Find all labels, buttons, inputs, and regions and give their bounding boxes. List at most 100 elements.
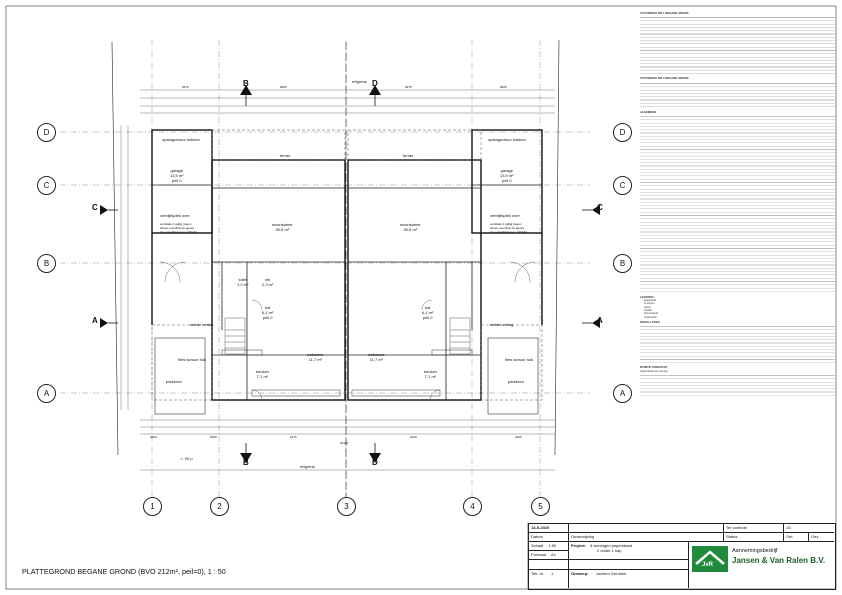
grid-row-c-bubble: C [37,176,56,195]
room-area: 13,9 m² [170,173,184,179]
section-mark-a-left: A [92,316,98,325]
room-sub: peil 0 [172,178,182,184]
room-name: garage [170,168,184,173]
legend-item: binnenwand [644,312,658,316]
room-name: opslagschuur hokken [162,137,200,142]
room-name: entree verlag [190,322,214,327]
plan-title: PLATTEGROND BEGANE GROND (BVO 212m², pei… [22,567,226,576]
notes-heading: RUIMTE OVERZICHT [640,365,668,370]
section-mark-c-right: C [597,203,603,212]
legend-list: bestaande te slopen nieuw isolatie binne… [640,299,835,319]
section-mark-d-top: D [372,79,378,88]
room-label: eetkamer 11,7 m² [307,352,324,362]
room-label: opslagschuur hokken [162,137,200,142]
logo-mark: JvR [692,546,728,572]
room-name: parkeren [508,379,524,384]
title-block: 14-5-2020 Ter controle JG Datum Omschrij… [528,523,836,590]
company-logo: JvR Aannemingsbedrijf Jansen & Van Ralen… [692,544,832,574]
company-name-2: Jansen & Van Ralen B.V. [732,556,826,565]
room-name: hal [425,305,431,310]
room-area: 6,1 m² [262,310,274,316]
specification-notes: UITVOERING NR 1 BEGANE GROND UITVOERING … [640,10,835,490]
tb-tek-nr: Tek. nr. 1 [529,570,569,588]
room-area: 11,7 m² [308,357,322,363]
dim-bottom-3: 6275 [290,435,297,439]
erfgrens-label-bottom: erfgrens [300,464,315,469]
walls [151,129,543,401]
tb-empty [569,524,724,533]
room-area: 11,7 m² [369,357,383,363]
section-mark-b-bottom: B [243,458,249,467]
room-area: 7,1 m² [256,374,269,380]
room-name: eetkamer [307,352,324,357]
grid-col-2-bubble: 2 [210,497,229,516]
notes-block [640,372,835,397]
garage-note-right: ventilatie 2 gallig (tegen afvoer overdr… [490,222,527,234]
room-label: toilet 1,2 m² [237,277,248,287]
dim-bottom-2: 6000 [210,435,217,439]
room-label: hal 6,1 m² peil 0 [262,305,273,321]
room-label: fiets schuur hok [178,357,206,362]
grid-col-1-bubble: 1 [143,497,162,516]
room-label: eetkamer 11,7 m² [368,352,385,362]
room-sub: peil 0 [502,178,512,184]
dimension-lines [120,89,555,471]
room-label: keuken 7,1 m² [424,369,437,379]
room-label: terras [280,153,290,158]
grid-row-a-bubble: A [37,384,56,403]
room-label: fiets schuur hok [505,357,533,362]
room-area: 6,1 m² [422,310,434,316]
room-area: 13,9 m² [500,173,514,179]
room-name: toilet [238,277,247,282]
room-name: mk [265,277,271,282]
dim-bottom-1: 3400 [150,435,157,439]
legend-item: rookmelder [644,315,657,319]
dim-bottom-5: 3400 [515,435,522,439]
room-name: verblijfsplek over [490,213,520,218]
notes-block [640,113,835,294]
room-name: eetkamer [368,352,385,357]
room-name: fiets schuur hok [505,357,534,362]
section-arrows [100,85,600,463]
tb-formaat: Formaat A1 [529,551,569,560]
room-label: entree verlag [190,322,213,327]
room-name: keuken [424,369,437,374]
door-swings [159,261,536,401]
room-name: hal [265,305,271,310]
room-label: mk 2,3 m² [262,277,273,287]
room-area: 30,6 m² [275,227,290,233]
notes-heading: UITVOERING NR 2 BEGANE GROND [640,76,689,81]
room-area: 7,1 m² [424,374,437,380]
tb-empty-2 [529,560,569,570]
stairs [224,317,471,355]
section-mark-c-left: C [92,203,98,212]
grid-row-b-bubble-right: B [613,254,632,273]
room-label: garage 13,9 m² peil 0 [170,168,184,184]
dim-top-4: 9625 [500,85,507,89]
tb-status-label: Status [724,533,784,542]
notes-block [640,324,835,365]
room-sub: peil 0 [422,315,433,321]
room-label: verblijfsplek over [160,213,190,218]
notes-heading: UITVOERING NR 1 BEGANE GROND [640,11,689,15]
garage-note: ventilatie 2 gallig (tegen afvoer overdr… [160,222,197,234]
room-label: garage 13,9 m² peil 0 [500,168,514,184]
notes-block [640,15,835,76]
grid-row-a-bubble-right: A [613,384,632,403]
terrace-lines [151,129,543,401]
parking-areas [154,337,539,415]
tb-get-label: Get. [784,533,809,542]
erfgrens-label-top: erfgrens [352,79,367,84]
room-label: entree verlag [490,322,513,327]
section-mark-b-top: B [243,79,249,88]
grid-row-d-bubble: D [37,123,56,142]
room-label: parkeren [166,379,182,384]
kitchen-counters [221,349,473,397]
tb-datum-label: Datum [529,533,569,542]
grid-col-4-bubble: 4 [463,497,482,516]
room-label: keuken 7,1 m² [256,369,269,379]
tb-empty-3 [569,560,689,570]
dim-top-1: 8275 [182,85,189,89]
